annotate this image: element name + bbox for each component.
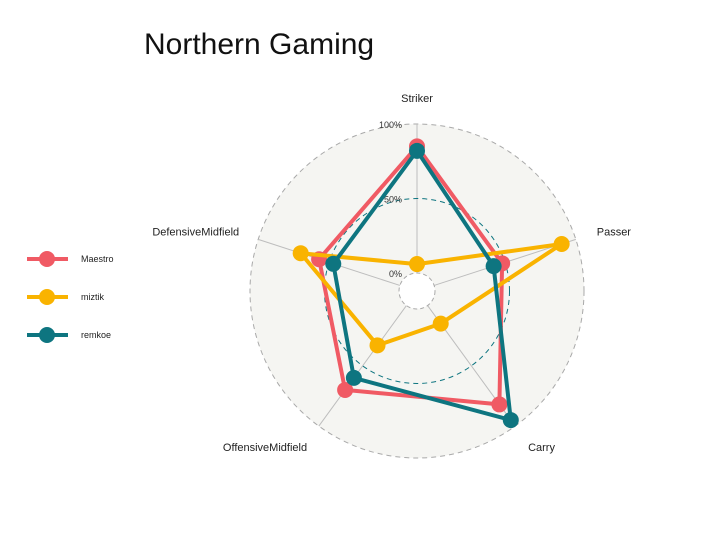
legend-label-remkoe: remkoe [81, 330, 111, 340]
axis-line [318, 305, 407, 427]
data-point-miztik [409, 256, 425, 273]
axis-label-Striker: Striker [401, 93, 433, 105]
legend-marker-Maestro [39, 251, 55, 267]
data-point-remkoe [325, 255, 342, 272]
grid-circle-inner [398, 272, 436, 310]
legend-label-miztik: miztik [81, 292, 104, 302]
grid-label: 100% [379, 120, 402, 130]
radar-series [292, 138, 570, 429]
data-point-remkoe [345, 369, 362, 386]
chart-title: Northern Gaming [144, 28, 374, 61]
series-line-miztik [298, 242, 564, 348]
data-point-remkoe [502, 412, 519, 429]
grid-label: 0% [389, 269, 402, 279]
grid-label: 50% [384, 195, 402, 205]
axis-label-Passer: Passer [597, 226, 632, 238]
legend-marker-miztik [39, 289, 55, 305]
data-point-remkoe [485, 258, 502, 275]
axis-label-OffensiveMidfield: OffensiveMidfield [223, 442, 307, 454]
data-point-miztik [553, 235, 570, 252]
legend: Maestro miztik remkoe [27, 251, 114, 343]
series-line-remkoe [331, 148, 513, 423]
data-point-Maestro [337, 381, 354, 398]
data-point-remkoe [409, 142, 425, 159]
data-point-miztik [432, 315, 449, 332]
data-point-miztik [292, 245, 309, 262]
axis-label-Carry: Carry [528, 442, 555, 454]
axis-label-DefensiveMidfield: DefensiveMidfield [152, 226, 239, 238]
legend-label-Maestro: Maestro [81, 254, 114, 264]
data-point-Maestro [491, 396, 508, 413]
radar-grid: 0% 50% 100% [249, 120, 585, 459]
data-point-miztik [369, 337, 386, 354]
legend-marker-remkoe [39, 327, 55, 343]
